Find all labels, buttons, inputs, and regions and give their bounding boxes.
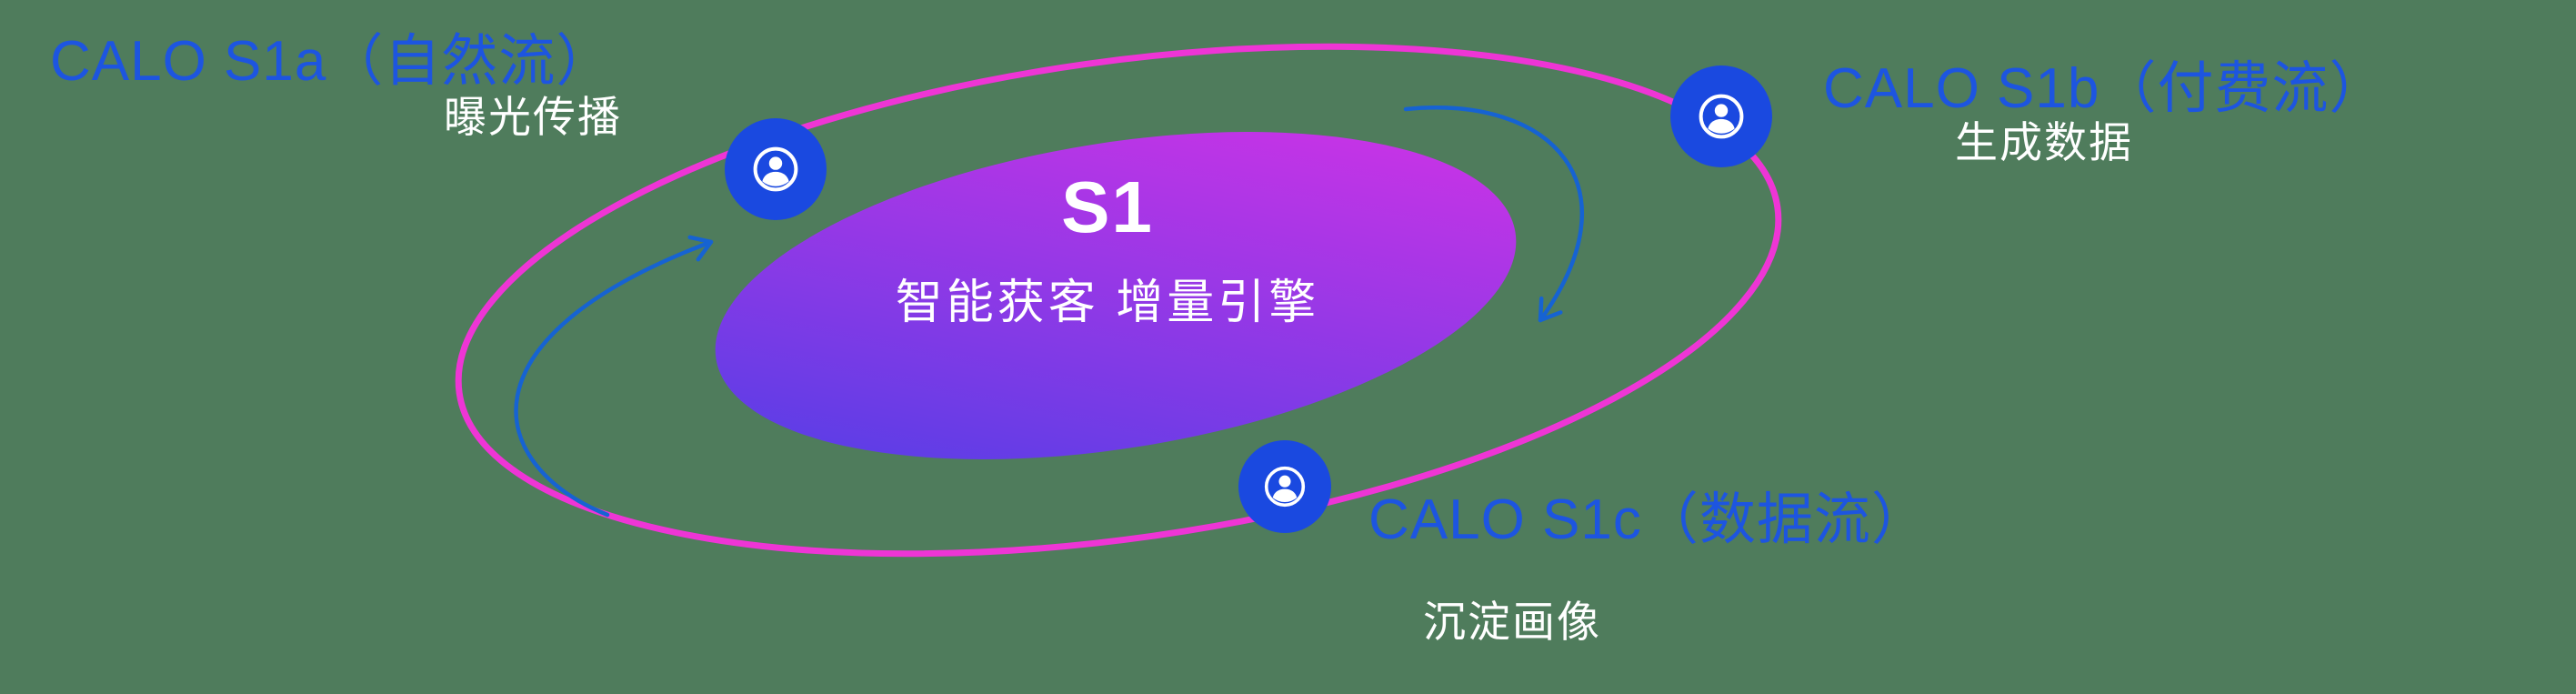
user-icon: [1264, 466, 1306, 508]
sublabel-s1b: 生成数据: [1955, 118, 2133, 166]
core-label-group: S1 智能获客 增量引擎: [896, 166, 1319, 332]
user-icon: [753, 146, 798, 192]
flow-arrow-right: [1403, 106, 1584, 323]
core-title: S1: [1061, 166, 1154, 247]
sublabel-s1a: 曝光传播: [444, 93, 622, 141]
sublabel-s1c: 沉淀画像: [1423, 598, 1601, 646]
user-icon: [1699, 94, 1744, 139]
core-ellipse: [715, 132, 1517, 459]
node-s1c: [1238, 440, 1331, 533]
node-s1b: [1670, 65, 1772, 167]
flow-arrow-left: [514, 235, 714, 518]
core-subtitle: 智能获客 增量引擎: [895, 277, 1320, 329]
label-s1a: CALO S1a（自然流）: [50, 30, 614, 93]
label-s1b: CALO S1b（付费流）: [1823, 57, 2387, 120]
orbit-ring: [455, 43, 1782, 558]
label-s1c: CALO S1c（数据流）: [1368, 488, 1929, 551]
node-s1a: [725, 118, 827, 220]
